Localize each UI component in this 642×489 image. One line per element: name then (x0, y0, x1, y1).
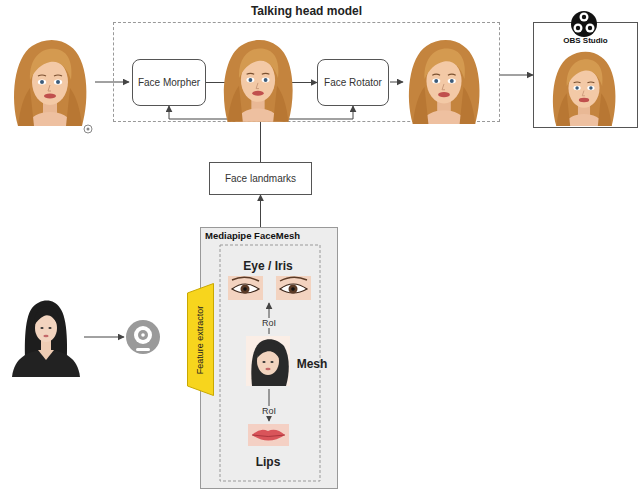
eye-image (276, 276, 311, 300)
small-icon (84, 125, 92, 133)
roi-arrow (269, 389, 270, 421)
avatar-image (553, 52, 616, 126)
node-text: Talking head model (114, 4, 499, 18)
node-text: Face Rotator (324, 77, 382, 88)
part-label: Mesh (297, 357, 328, 371)
roi-label: RoI (261, 318, 277, 328)
feature-tab: Feature extractor (187, 283, 214, 396)
avatar-image (224, 40, 293, 122)
node-text: Face landmarks (225, 173, 296, 184)
node-text: Feature extractor (196, 305, 206, 374)
person-photo (12, 301, 80, 378)
camera-arrow (84, 337, 124, 338)
roi-label: RoI (261, 406, 277, 416)
label-holder: Mesh (290, 354, 334, 372)
avatar-image (409, 40, 480, 124)
node-text: Face Morpher (138, 77, 200, 88)
label-holder: Lips (238, 452, 298, 470)
part-label: Lips (256, 455, 281, 469)
input-arrow (95, 82, 129, 83)
output-arrow (390, 82, 403, 83)
small-icon-dot (87, 128, 90, 131)
label-holder: RoI (254, 312, 284, 330)
label-holder: RoI (254, 400, 284, 418)
obs-logo (571, 11, 597, 37)
lips-image (248, 424, 289, 446)
label-holder: Eye / Iris (223, 256, 313, 274)
arrow-connector (500, 75, 533, 76)
arrow-connector (260, 195, 261, 227)
process-box: Face Rotator (317, 59, 389, 106)
tab-outline (188, 284, 214, 396)
node-text: OBS Studio (534, 36, 637, 45)
avatar-image (14, 40, 86, 126)
data-box: Face landmarks (209, 162, 312, 195)
webcam-icon (126, 320, 160, 354)
node-text: Mediapipe FaceMesh (205, 230, 337, 241)
process-box: Face Morpher (132, 59, 206, 106)
eye-image (228, 276, 263, 300)
mesh-face-image (246, 336, 290, 386)
part-label: Eye / Iris (243, 259, 292, 273)
